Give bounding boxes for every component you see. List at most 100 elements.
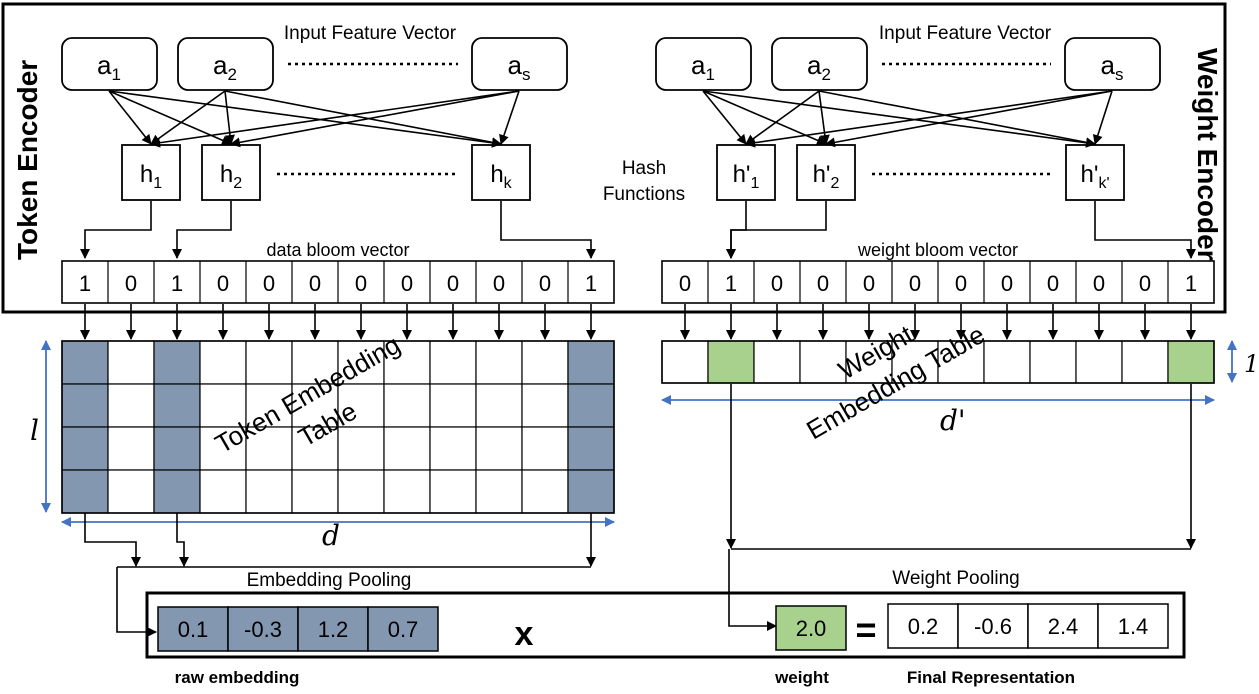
weight-table-cell: [983, 340, 1031, 384]
weight-table-cell: [1075, 340, 1123, 384]
weight-hash-arrow: [702, 90, 747, 145]
token-table-cell: [429, 383, 477, 428]
token-table-cell: [245, 469, 293, 514]
weight-bloom-bit: 0: [817, 271, 829, 296]
weight-hash-arrow: [818, 90, 1096, 148]
token-hash-arrow: [224, 90, 502, 148]
token-table-cell: [567, 426, 615, 471]
final-representation-value: 2.4: [1048, 614, 1079, 639]
token-bloom-bit: 0: [263, 271, 275, 296]
token-table-cell: [521, 426, 569, 471]
weight-rows-symbol: 1: [1244, 350, 1259, 378]
token-table-cell: [383, 426, 431, 471]
weight-hash-node: [1065, 144, 1125, 201]
weight-hash-arrow: [1092, 90, 1113, 145]
weight-table-cell: [891, 340, 939, 384]
weight-value: 2.0: [796, 616, 827, 641]
weight-embedding-table: [661, 340, 1215, 384]
token-table-cell: [521, 340, 569, 385]
token-input-node: [177, 37, 274, 91]
weight-table-cell: [1121, 340, 1169, 384]
token-table-cell: [61, 426, 109, 471]
token-bloom-bit: 0: [217, 271, 229, 296]
token-table-cell: [245, 383, 293, 428]
token-table-cell: [153, 383, 201, 428]
raw-embedding-value: 0.7: [388, 617, 419, 642]
weight-input-feature-label: Input Feature Vector: [879, 23, 1052, 44]
pool-arrow-col-1: [84, 513, 141, 567]
token-bloom-bit: 0: [447, 271, 459, 296]
token-hash-route-2: [172, 201, 232, 259]
weight-hash-arrow: [818, 90, 830, 145]
raw-embedding-cell: [297, 606, 369, 652]
weight-value-cell: [775, 605, 847, 651]
weight-bloom-bit: 0: [771, 271, 783, 296]
final-representation-value: 0.2: [908, 614, 939, 639]
weight-hash-node: [716, 144, 776, 201]
token-table-cell: [199, 469, 247, 514]
token-bloom-bit: 1: [171, 271, 183, 296]
token-table-cell: [429, 469, 477, 514]
encoder-frame: [1, 2, 1227, 314]
weight-input-label-2: a2: [807, 50, 831, 84]
weight-input-node: [771, 37, 868, 91]
token-table-cell: [337, 383, 385, 428]
token-table-cell: [567, 469, 615, 514]
pool-to-raw-embedding-arrow: [116, 567, 157, 637]
token-table-cell: [429, 340, 477, 385]
token-table-cell: [567, 383, 615, 428]
token-table-cell: [245, 340, 293, 385]
token-table-cell: [245, 426, 293, 471]
final-representation-cell: [1097, 603, 1169, 649]
weight-bloom-bit: 0: [909, 271, 921, 296]
token-hash-arrow: [150, 90, 226, 145]
token-bloom-bit: 0: [309, 271, 321, 296]
weight-input-node: [1064, 37, 1161, 91]
hash-functions-label-line1: Hash: [622, 158, 666, 179]
final-representation-cell: [957, 603, 1029, 649]
token-hash-node: [121, 144, 181, 201]
token-table-cell: [337, 469, 385, 514]
token-table-cell: [107, 426, 155, 471]
token-table-cell: [199, 340, 247, 385]
weight-hash-label-2: h'2: [813, 161, 840, 192]
token-hash-label-2: h2: [220, 161, 242, 192]
multiply-symbol: x: [515, 615, 534, 653]
weight-bloom-bit: 0: [1139, 271, 1151, 296]
pooling-result-frame: [145, 591, 1186, 659]
weight-hash-route-2: [726, 201, 827, 259]
final-representation-caption: Final Representation: [907, 668, 1075, 687]
token-hash-arrow: [150, 90, 520, 148]
weight-table-cell: [1029, 340, 1077, 384]
token-table-cell: [61, 383, 109, 428]
token-bloom-bit: 1: [79, 271, 91, 296]
token-table-cell: [383, 383, 431, 428]
token-hash-node: [201, 144, 261, 201]
token-table-cell: [107, 469, 155, 514]
token-bloom-bit: 0: [125, 271, 137, 296]
weight-table-cell: [1167, 340, 1215, 384]
token-input-feature-label: Input Feature Vector: [284, 23, 457, 44]
weight-input-label-3: as: [1101, 50, 1124, 84]
token-rows-symbol: l: [30, 414, 39, 447]
weight-hash-arrow: [745, 90, 820, 145]
weight-input-label-1: a1: [691, 50, 715, 84]
raw-embedding-value: -0.3: [244, 617, 282, 642]
weight-bloom-bit: 0: [955, 271, 967, 296]
raw-embedding-cell: [157, 606, 229, 652]
weight-bloom-bit: 1: [1185, 271, 1197, 296]
weight-caption: weight: [774, 668, 829, 687]
raw-embedding-cell: [367, 606, 439, 652]
token-bloom-bit: 0: [493, 271, 505, 296]
weight-cols-symbol: d': [940, 404, 966, 437]
token-hash-arrow: [230, 90, 520, 148]
token-bloom-bit: 0: [355, 271, 367, 296]
final-representation-cell: [887, 603, 959, 649]
token-embedding-table: [61, 340, 615, 514]
token-bloom-bit: 0: [401, 271, 413, 296]
weight-hash-arrow: [825, 90, 1113, 148]
token-hash-route-1: [80, 201, 152, 259]
